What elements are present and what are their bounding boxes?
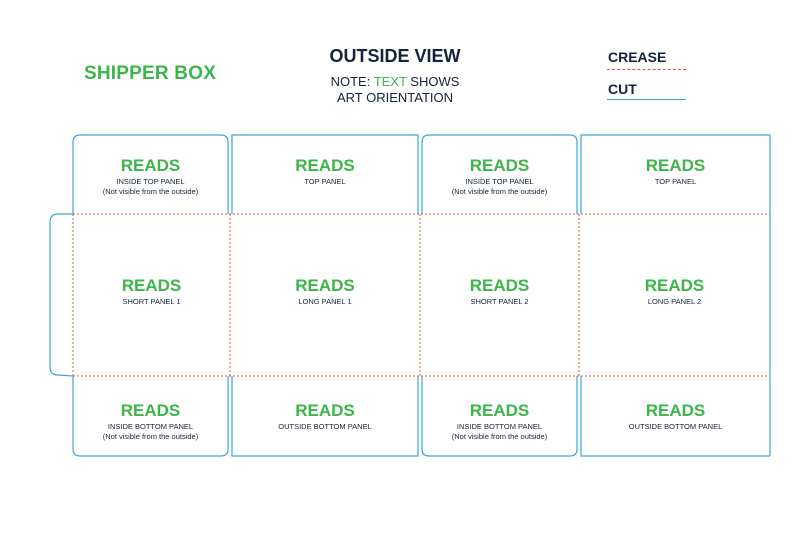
panel-title: READS xyxy=(469,401,530,420)
panel-label: SHORT PANEL 2 xyxy=(470,297,529,306)
panel-title: READS xyxy=(645,156,706,175)
panel-inside-bottom-1: READS INSIDE BOTTOM PANEL (Not visible f… xyxy=(73,401,228,442)
panel-label: INSIDE BOTTOM PANEL xyxy=(107,422,194,431)
cut-bottom-flap-3 xyxy=(421,376,578,457)
panel-label: LONG PANEL 2 xyxy=(647,297,702,306)
panel-note: (Not visible from the outside) xyxy=(451,187,548,196)
panel-long-2: READS LONG PANEL 2 xyxy=(579,276,770,307)
panel-label: INSIDE TOP PANEL xyxy=(116,177,185,186)
box-title: SHIPPER BOX xyxy=(84,63,217,84)
cut-glue-flap xyxy=(49,213,74,377)
cut-top-flap-1 xyxy=(72,134,229,214)
cut-top-flap-2 xyxy=(231,134,419,214)
panel-label: TOP PANEL xyxy=(654,177,697,186)
legend-crease-label: CREASE xyxy=(608,49,667,65)
panel-label: LONG PANEL 1 xyxy=(298,297,352,306)
panel-label: INSIDE TOP PANEL xyxy=(465,177,534,186)
panel-title: READS xyxy=(295,156,355,175)
cut-bottom-flap-2 xyxy=(231,376,419,457)
panel-note: (Not visible from the outside) xyxy=(102,187,199,196)
panel-outside-bottom-2: READS OUTSIDE BOTTOM PANEL xyxy=(581,401,770,432)
panel-inside-top-2: READS INSIDE TOP PANEL (Not visible from… xyxy=(422,156,577,197)
panel-label: OUTSIDE BOTTOM PANEL xyxy=(628,422,723,431)
panel-label: OUTSIDE BOTTOM PANEL xyxy=(278,422,372,431)
note-suffix: SHOWS xyxy=(406,74,460,89)
panel-label: TOP PANEL xyxy=(304,177,346,186)
cut-top-flap-4 xyxy=(580,134,771,456)
panel-label: INSIDE BOTTOM PANEL xyxy=(456,422,543,431)
panel-title: READS xyxy=(295,276,355,295)
panel-title: READS xyxy=(121,276,182,295)
panel-title: READS xyxy=(120,401,181,420)
legend-crease-swatch xyxy=(607,69,686,70)
panel-long-1: READS LONG PANEL 1 xyxy=(230,276,420,307)
panel-top-1: READS TOP PANEL xyxy=(232,156,418,187)
panel-short-1: READS SHORT PANEL 1 xyxy=(73,276,230,307)
cut-bottom-flap-4 xyxy=(580,376,770,457)
panel-title: READS xyxy=(295,401,355,420)
panel-title: READS xyxy=(469,276,530,295)
note-prefix: NOTE: xyxy=(330,74,374,89)
view-title: OUTSIDE VIEW xyxy=(329,46,461,66)
panel-title: READS xyxy=(120,156,181,175)
panel-note: (Not visible from the outside) xyxy=(451,432,548,441)
panel-title: READS xyxy=(645,401,706,420)
crease-lines xyxy=(72,213,770,377)
panel-note: (Not visible from the outside) xyxy=(102,432,199,441)
legend-cut-swatch xyxy=(607,99,686,100)
panel-inside-top-1: READS INSIDE TOP PANEL (Not visible from… xyxy=(73,156,228,197)
panel-short-2: READS SHORT PANEL 2 xyxy=(420,276,579,307)
panel-top-2: READS TOP PANEL xyxy=(581,156,770,187)
note-highlight: TEXT xyxy=(373,74,407,89)
panel-outside-bottom-1: READS OUTSIDE BOTTOM PANEL xyxy=(232,401,418,432)
panel-inside-bottom-2: READS INSIDE BOTTOM PANEL (Not visible f… xyxy=(422,401,577,442)
panel-title: READS xyxy=(644,276,705,295)
legend-cut-label: CUT xyxy=(608,81,637,97)
note-line2: ART ORIENTATION xyxy=(336,90,454,105)
cut-top-flap-3 xyxy=(421,134,578,214)
orientation-note: NOTE: TEXT SHOWS ART ORIENTATION xyxy=(260,74,530,106)
panel-label: SHORT PANEL 1 xyxy=(122,297,181,306)
cut-bottom-flap-1 xyxy=(72,376,229,457)
cut-lines xyxy=(49,134,771,457)
panel-title: READS xyxy=(469,156,530,175)
